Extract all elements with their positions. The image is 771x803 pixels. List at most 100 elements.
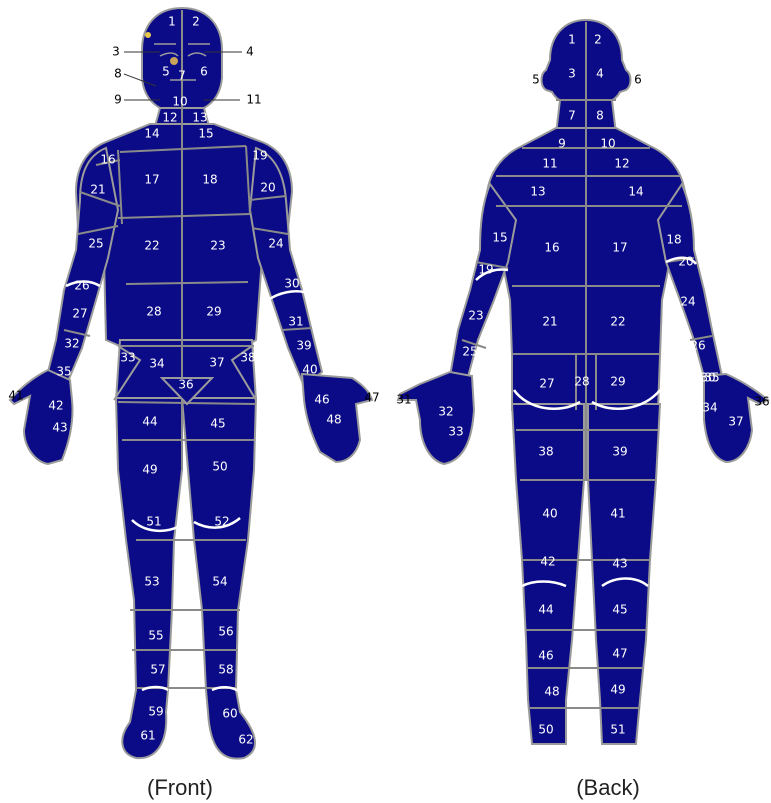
front-caption: (Front) <box>147 775 213 800</box>
back-region-label-37: 37 <box>728 415 743 429</box>
back-region-label-6: 6 <box>634 73 642 87</box>
front-region-label-33: 33 <box>120 351 135 365</box>
back-region-label-16: 16 <box>544 241 559 255</box>
back-region-label-12: 12 <box>614 157 629 171</box>
back-region-label-36: 36 <box>754 395 769 409</box>
back-region-label-33: 33 <box>448 425 463 439</box>
back-region-label-50: 50 <box>538 723 553 737</box>
front-region-label-4: 4 <box>246 45 254 59</box>
front-region-label-38: 38 <box>240 351 255 365</box>
back-region-label-52: 52 <box>536 747 551 761</box>
front-region-label-40: 40 <box>302 363 317 377</box>
back-region-label-18: 18 <box>666 233 681 247</box>
back-region-label-53: 53 <box>612 747 627 761</box>
back-region-label-51: 51 <box>610 723 625 737</box>
back-region-label-45: 45 <box>612 603 627 617</box>
front-region-label-1: 1 <box>168 15 176 29</box>
back-caption: (Back) <box>576 775 640 800</box>
back-region-label-47: 47 <box>612 647 627 661</box>
front-region-label-32: 32 <box>64 337 79 351</box>
back-region-label-48: 48 <box>544 685 559 699</box>
front-region-label-39: 39 <box>296 339 311 353</box>
front-region-label-14: 14 <box>144 127 159 141</box>
front-region-label-36: 36 <box>178 378 193 392</box>
back-region-label-8: 8 <box>596 109 604 123</box>
front-region-label-15: 15 <box>198 127 213 141</box>
back-region-label-34: 34 <box>702 401 717 415</box>
front-region-label-42: 42 <box>48 399 63 413</box>
front-region-label-28: 28 <box>146 305 161 319</box>
front-region-label-18: 18 <box>202 173 217 187</box>
front-region-label-57: 57 <box>150 663 165 677</box>
back-region-label-29: 29 <box>610 375 625 389</box>
front-region-label-50: 50 <box>212 460 227 474</box>
back-arm-right <box>658 184 722 384</box>
back-region-label-1: 1 <box>568 33 576 47</box>
front-region-label-54: 54 <box>212 575 227 589</box>
front-region-label-7: 7 <box>178 69 186 83</box>
back-region-label-15: 15 <box>492 231 507 245</box>
front-region-label-22: 22 <box>144 239 159 253</box>
front-region-label-23: 23 <box>210 239 225 253</box>
back-region-label-42: 42 <box>540 555 555 569</box>
back-region-label-41: 41 <box>610 507 625 521</box>
front-region-label-35: 35 <box>56 365 71 379</box>
back-region-label-17: 17 <box>612 241 627 255</box>
back-region-label-23: 23 <box>468 309 483 323</box>
front-region-label-31: 31 <box>288 315 303 329</box>
back-hand-left <box>398 372 474 464</box>
back-region-label-46: 46 <box>538 649 553 663</box>
front-region-label-29: 29 <box>206 305 221 319</box>
front-region-label-46: 46 <box>314 393 329 407</box>
back-region-label-38: 38 <box>538 445 553 459</box>
front-region-label-6: 6 <box>200 65 208 79</box>
front-region-label-12: 12 <box>162 111 177 125</box>
front-region-label-19: 19 <box>252 149 267 163</box>
front-region-label-49: 49 <box>142 463 157 477</box>
back-region-label-9: 9 <box>558 137 566 151</box>
back-region-label-39: 39 <box>612 445 627 459</box>
back-region-label-4: 4 <box>596 67 604 81</box>
front-region-label-26: 26 <box>74 279 89 293</box>
back-region-label-10: 10 <box>600 137 615 151</box>
back-region-label-7: 7 <box>568 109 576 123</box>
back-region-label-25: 25 <box>462 345 477 359</box>
front-region-label-41: 41 <box>8 389 23 403</box>
front-region-label-53: 53 <box>144 575 159 589</box>
front-region-label-34: 34 <box>149 357 164 371</box>
back-region-label-31: 31 <box>396 393 411 407</box>
front-region-label-17: 17 <box>144 173 159 187</box>
front-region-label-55: 55 <box>148 629 163 643</box>
front-region-label-47: 47 <box>364 391 379 405</box>
front-region-label-25: 25 <box>88 237 103 251</box>
front-region-label-56: 56 <box>218 625 233 639</box>
front-region-label-3: 3 <box>112 45 120 59</box>
front-region-label-5: 5 <box>162 65 170 79</box>
front-region-label-13: 13 <box>192 111 207 125</box>
front-region-label-20: 20 <box>260 181 275 195</box>
front-region-label-61: 61 <box>140 729 155 743</box>
back-region-label-35: 35 <box>704 371 719 385</box>
back-region-label-49: 49 <box>610 683 625 697</box>
front-region-label-16: 16 <box>100 153 115 167</box>
front-region-label-37: 37 <box>209 356 224 370</box>
back-region-label-24: 24 <box>680 295 695 309</box>
back-region-label-5: 5 <box>532 73 540 87</box>
front-region-label-21: 21 <box>90 183 105 197</box>
front-region-label-45: 45 <box>210 417 225 431</box>
back-region-label-22: 22 <box>610 315 625 329</box>
back-region-label-26: 26 <box>690 339 705 353</box>
back-region-label-14: 14 <box>628 185 643 199</box>
front-region-label-44: 44 <box>142 415 157 429</box>
back-region-label-13: 13 <box>530 185 545 199</box>
back-region-label-2: 2 <box>594 33 602 47</box>
back-region-label-44: 44 <box>538 603 553 617</box>
back-region-label-28: 28 <box>574 375 589 389</box>
front-region-label-11: 11 <box>246 93 261 107</box>
back-region-label-27: 27 <box>539 377 554 391</box>
front-region-label-24: 24 <box>268 237 283 251</box>
front-region-label-10: 10 <box>172 95 187 109</box>
back-region-label-19: 19 <box>478 263 493 277</box>
front-region-label-48: 48 <box>326 413 341 427</box>
